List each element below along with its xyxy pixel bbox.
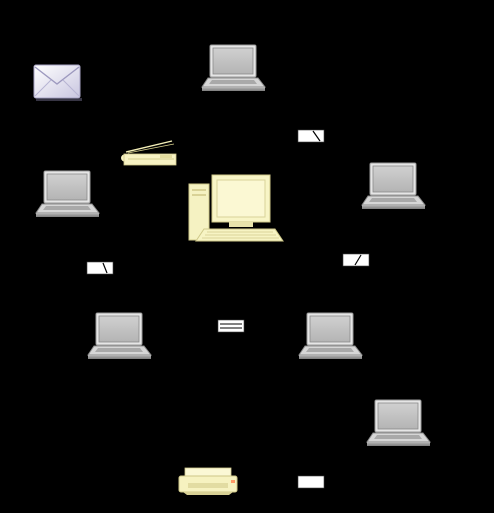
- laptop-icon[interactable]: [361, 162, 426, 210]
- laptop-icon[interactable]: [298, 312, 363, 360]
- printer-icon[interactable]: [178, 467, 238, 495]
- laptop-icon[interactable]: [87, 312, 152, 360]
- connection-tag: [297, 129, 325, 143]
- connection-tag: [297, 475, 325, 489]
- desktop-computer-icon[interactable]: [188, 174, 284, 242]
- connection-tag: [342, 253, 370, 267]
- connection-tag: [217, 319, 245, 333]
- laptop-icon[interactable]: [366, 399, 431, 447]
- laptop-icon[interactable]: [201, 44, 266, 92]
- laptop-icon[interactable]: [35, 170, 100, 218]
- envelope-icon[interactable]: [33, 64, 82, 101]
- scanner-icon[interactable]: [121, 140, 177, 166]
- connection-tag: [86, 261, 114, 275]
